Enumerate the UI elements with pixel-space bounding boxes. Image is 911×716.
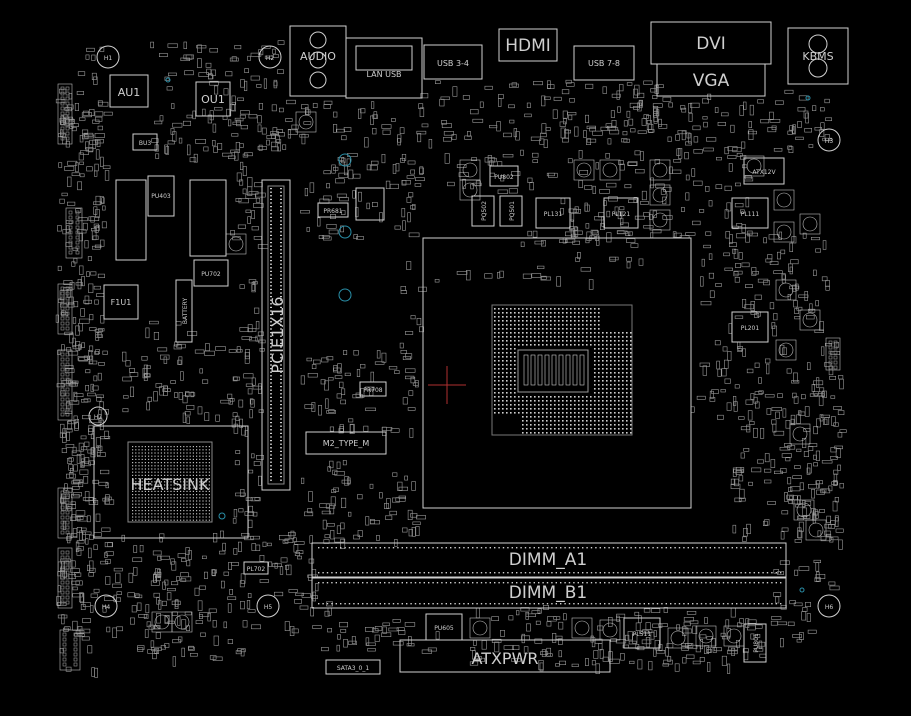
mount-hole-h4: H4 — [94, 594, 118, 618]
mount-hole-h2: H2 — [258, 45, 282, 69]
pq502-label: PQ502 — [481, 201, 488, 221]
h5-label: H5 — [264, 604, 273, 611]
h6-label: H6 — [825, 604, 834, 611]
dvi-port: DVI — [650, 21, 772, 65]
pq501-label: PQ501 — [509, 201, 516, 221]
m2-slot: M2_TYPE_M — [305, 431, 387, 455]
dimm-slot-b1: DIMM_B1 — [311, 577, 787, 609]
pl121-label: PL121 — [612, 211, 631, 218]
heatsink-pin-grid — [132, 446, 210, 521]
pr681-label: PR681 — [323, 208, 342, 215]
mount-hole-h6: H6 — [817, 594, 841, 618]
chip-pq502: PQ502 — [471, 195, 495, 227]
pu702-chip: PU702 — [193, 259, 229, 287]
pu605-label: PU605 — [434, 625, 454, 632]
inductor-pl111: PL111 — [731, 197, 769, 229]
h2-label: H2 — [266, 55, 275, 62]
chipset-heatsink: HEATSINK — [93, 425, 249, 539]
usb78-label: USB 7-8 — [588, 59, 620, 68]
au1-label: AU1 — [118, 86, 141, 99]
pcie-slot: PCIE1X16 — [261, 179, 291, 491]
usb34-port: USB 3-4 — [423, 44, 483, 80]
header-block-left — [115, 179, 227, 261]
pcie-label: PCIE1X16 — [268, 296, 287, 373]
audio-label: AUDIO — [300, 50, 336, 63]
pu403-label: PU403 — [151, 193, 171, 200]
bu3-chip: BU3 — [132, 133, 158, 151]
vga-port: VGA — [656, 63, 766, 97]
inductor-pl702: PL702 — [243, 561, 269, 575]
dimm1-label: DIMM_A1 — [509, 550, 587, 570]
vga-label: VGA — [693, 71, 730, 91]
battery: BATTERY — [175, 279, 193, 343]
chip-near-pr681 — [355, 187, 385, 221]
chip-pu605: PU605 — [425, 613, 463, 641]
heatsink-label: HEATSINK — [131, 475, 210, 494]
dimm-slot-a1: DIMM_A1 — [311, 542, 787, 578]
pl511-label: PL511 — [633, 631, 652, 638]
pu802-label: PU802 — [494, 174, 514, 181]
mount-hole-h1: H1 — [96, 45, 120, 69]
chip-pu802: PU802 — [489, 165, 519, 187]
dvi-label: DVI — [696, 34, 725, 54]
small-components — [55, 40, 847, 678]
chip-pu801: PU801 — [743, 623, 767, 663]
hdmi-port: HDMI — [498, 28, 558, 62]
bu3-label: BU3 — [139, 140, 152, 147]
ou1-label: OU1 — [201, 93, 225, 106]
sata-label: SATA3_0_1 — [337, 665, 369, 672]
atx12v-connector: ATX12V — [743, 157, 785, 185]
ou1-chip: OU1 — [195, 81, 231, 117]
inductor-pl131: PL131 — [535, 197, 571, 229]
h4-label: H4 — [102, 604, 111, 611]
audio-jack: AUDIO — [289, 25, 347, 97]
chip-pq501: PQ501 — [499, 195, 523, 227]
dimm-contacts — [270, 188, 782, 605]
au1-chip: AU1 — [109, 74, 149, 108]
inductor-pl121: PL121 — [603, 197, 639, 229]
hdmi-label: HDMI — [505, 36, 551, 56]
atx12v-label: ATX12V — [752, 169, 776, 176]
dimm2-label: DIMM_B1 — [509, 583, 587, 603]
pu403-chip: PU403 — [147, 175, 175, 217]
f1u1-label: F1U1 — [111, 298, 132, 307]
resistor-pr708: PR708 — [359, 381, 387, 397]
lan-label: LAN USB — [366, 70, 401, 79]
inductor-pl201: PL201 — [731, 311, 769, 343]
h1-label: H1 — [104, 55, 113, 62]
h3-label: H3 — [825, 138, 834, 145]
h7-label: H7 — [94, 414, 103, 421]
inductor-pl511: PL511 — [623, 617, 661, 649]
pu801-label: PU801 — [753, 633, 760, 653]
sata-connector: SATA3_0_1 — [325, 659, 381, 675]
via-holes — [165, 77, 811, 593]
m2-label: M2_TYPE_M — [323, 439, 370, 448]
socket-pin-grid — [494, 308, 632, 434]
usb78-port: USB 7-8 — [573, 45, 635, 81]
pl201-label: PL201 — [741, 325, 760, 332]
mount-hole-h3: H3 — [817, 128, 841, 152]
battery-label: BATTERY — [182, 298, 189, 325]
pl111-label: PL111 — [741, 211, 760, 218]
mount-hole-h5: H5 — [256, 594, 280, 618]
pl702-label: PL702 — [247, 566, 266, 573]
pr708-label: PR708 — [363, 387, 382, 394]
pl131-label: PL131 — [544, 211, 563, 218]
mount-hole-h7: H7 — [88, 406, 108, 426]
resistor-pr681: PR681 — [317, 202, 349, 218]
atxpwr-label: ATXPWR — [471, 649, 538, 668]
kbms-label: KBMS — [802, 50, 833, 63]
lan-usb-port: LAN USB — [345, 37, 423, 99]
kbms-port: KBMS — [787, 27, 849, 85]
usb34-label: USB 3-4 — [437, 59, 469, 68]
cpu-socket — [422, 237, 692, 509]
atx-power-connector: ATXPWR — [399, 639, 611, 673]
center-marker — [428, 366, 466, 404]
f1u1-chip: F1U1 — [103, 284, 139, 320]
pu702-label: PU702 — [201, 271, 221, 278]
